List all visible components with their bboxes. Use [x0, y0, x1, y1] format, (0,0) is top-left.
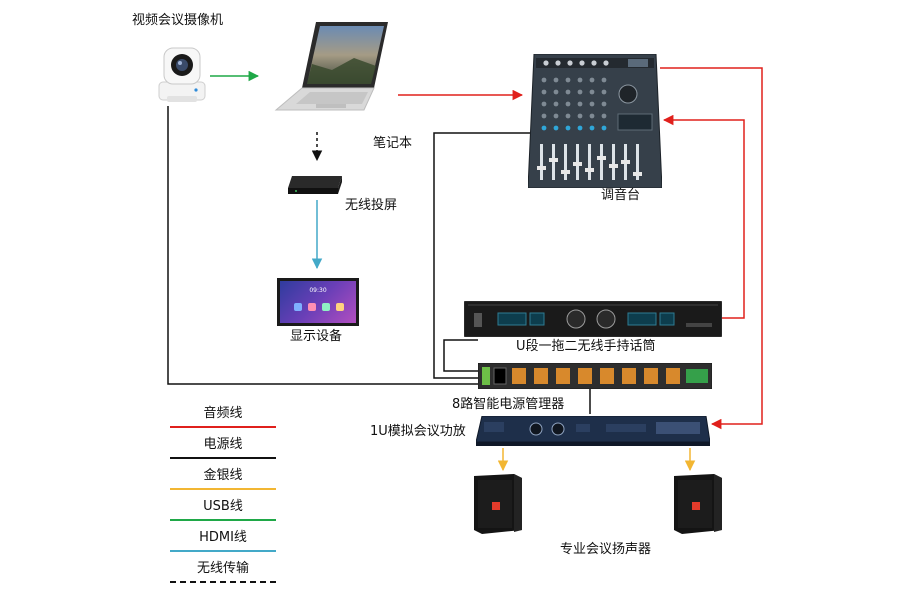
legend-item-speaker: 金银线 [170, 468, 276, 490]
legend-item-usb: USB线 [170, 499, 276, 521]
legend-swatch [170, 519, 276, 521]
legend-label: 电源线 [203, 437, 243, 452]
wireless-cast-device [288, 176, 342, 194]
legend-swatch [170, 581, 276, 583]
speaker-right [674, 474, 722, 534]
label-display: 显示设备 [290, 329, 343, 344]
label-amp: 1U模拟会议功放 [370, 424, 466, 439]
legend-item-power: 电源线 [170, 437, 276, 459]
legend-item-audio: 音频线 [170, 406, 276, 428]
screen-icon-1 [294, 303, 302, 311]
screen-icon-2 [308, 303, 316, 311]
label-camera: 视频会议摄像机 [132, 13, 224, 28]
legend-swatch [170, 426, 276, 428]
legend-item-wireless: 无线传输 [170, 561, 276, 583]
label-mixer: 调音台 [601, 188, 641, 203]
legend-label: USB线 [203, 499, 243, 514]
label-laptop: 笔记本 [373, 136, 413, 151]
legend-swatch [170, 488, 276, 490]
display-device: 09:30 [277, 278, 359, 326]
power-line-mic [443, 339, 478, 372]
speaker-left [474, 474, 522, 534]
legend-label: HDMI线 [199, 530, 247, 545]
label-speakers: 专业会议扬声器 [560, 542, 652, 557]
power-line-mixer [433, 132, 530, 379]
legend-swatch [170, 550, 276, 552]
label-mic: U段一拖二无线手持话筒 [516, 339, 656, 354]
legend-item-hdmi: HDMI线 [170, 530, 276, 552]
legend-label: 无线传输 [196, 561, 249, 576]
screen-icon-3 [322, 303, 330, 311]
camera-device [158, 47, 206, 102]
legend-label: 音频线 [203, 406, 243, 421]
laptop-device [274, 22, 388, 111]
power-manager-device [478, 363, 712, 389]
wireless-mic-receiver [464, 301, 722, 337]
power-line-camera [167, 106, 478, 385]
display-time-text: 09:30 [309, 287, 327, 294]
label-wireless-cast: 无线投屏 [345, 198, 398, 213]
display-screen: 09:30 [280, 281, 356, 323]
amplifier-device [476, 416, 710, 446]
audio-line-mixer-amp [660, 67, 763, 430]
label-power: 8路智能电源管理器 [452, 397, 565, 412]
legend-swatch [170, 457, 276, 459]
audio-line-mic-mixer [662, 114, 745, 319]
legend-label: 金银线 [203, 468, 243, 483]
mixer-device [528, 54, 662, 188]
screen-icon-4 [336, 303, 344, 311]
